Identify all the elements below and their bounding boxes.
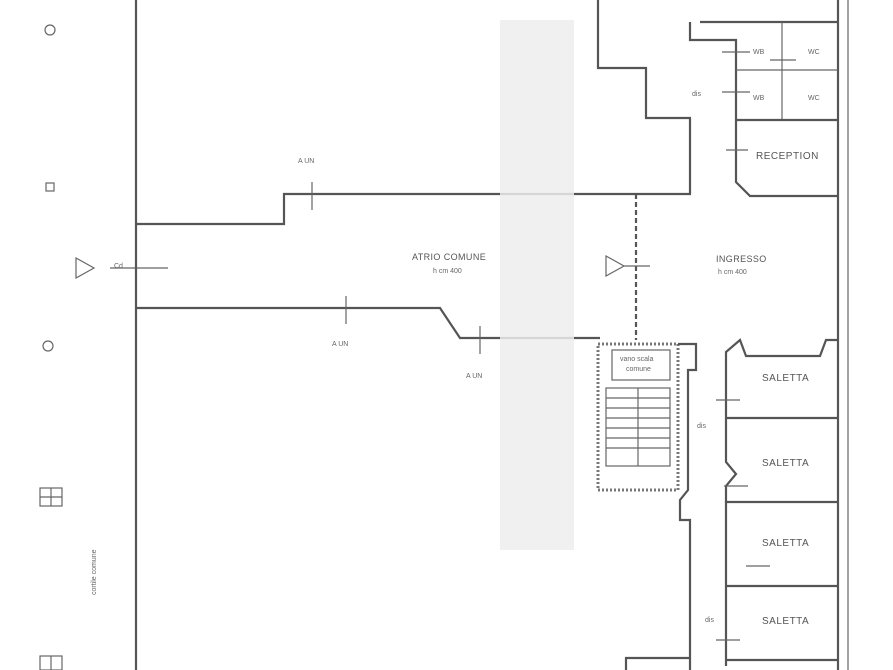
atrio-title: ATRIO COMUNE [412,252,486,262]
wc-label-4: WC [808,95,820,102]
entry-mark-label: Cd [114,263,123,270]
corridor-wall [678,342,698,670]
saletta-label-1: SALETTA [762,373,809,384]
stair-core: vano scala comune [596,342,680,492]
wc-block: WB WC WB WC dis [688,20,838,122]
square-marker [45,182,55,192]
cortile-label: cortile comune [91,549,98,595]
dis-label-3: dis [705,617,714,624]
dis-label-1: dis [692,91,701,98]
blur-band [500,20,574,550]
saletta-label-4: SALETTA [762,616,809,627]
reception-room: RECEPTION [726,120,838,198]
entry-arrow-icon [75,256,96,280]
stair-treads [605,387,671,467]
saletta-label-2: SALETTA [762,458,809,469]
window-symbol-bottom-icon [39,655,63,670]
salette-block: SALETTA SALETTA SALETTA SALETTA [716,338,838,666]
dimension-marks: A UN A UN A UN [298,158,482,380]
dim-label-b: A UN [332,341,348,348]
atrio-height: h cm 400 [433,268,462,275]
ingresso-arrow-icon [605,254,626,278]
atrio-upper-wall [136,0,692,226]
dim-label-c: A UN [466,373,482,380]
bottom-wall-fragment [624,656,690,670]
wc-label-2: WC [808,49,820,56]
ingresso-height: h cm 400 [718,269,747,276]
dim-label-a: A UN [298,158,314,165]
reception-label: RECEPTION [756,151,819,162]
dis-label-2: dis [697,423,706,430]
wc-label-3: WB [753,95,765,102]
circle-marker-top [44,24,56,36]
stair-label-2: comune [626,366,651,373]
circle-marker-middle [42,340,54,352]
margin-symbols: cortile comune Cd [39,24,168,670]
window-symbol-icon [39,487,63,507]
ingresso-title: INGRESSO [716,254,767,264]
saletta-label-3: SALETTA [762,538,809,549]
stair-label-1: vano scala [620,356,654,363]
wc-label-1: WB [753,49,765,56]
